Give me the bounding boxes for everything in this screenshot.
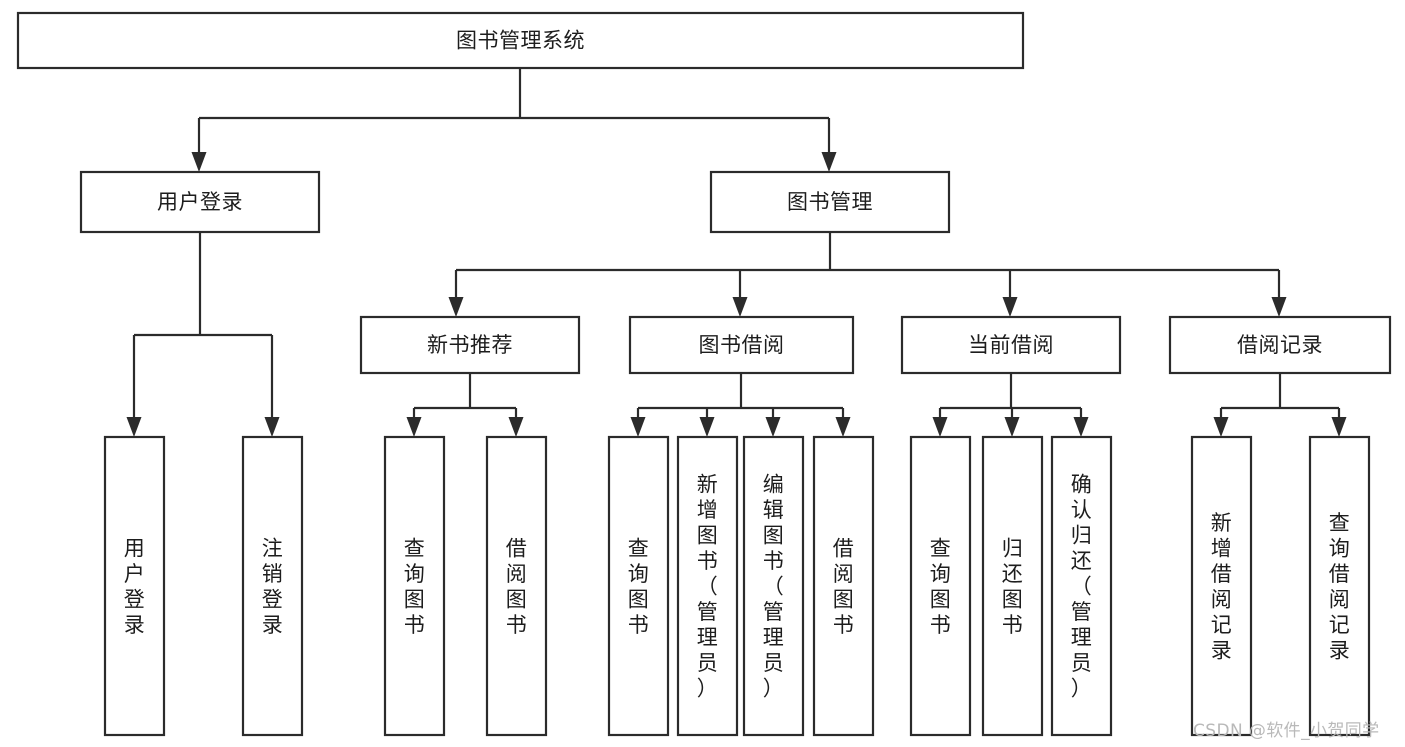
node-leaf-query-book-bb[interactable]: 查询图书 [607, 435, 670, 737]
connectors-layer [126, 68, 1347, 437]
arrow-head-icon [932, 417, 948, 437]
arrow-head-icon [264, 417, 280, 437]
csdn-watermark: CSDN @软件_小贺同学 [1193, 721, 1380, 741]
node-box [909, 435, 972, 737]
node-label: 图书借阅 [699, 333, 785, 357]
arrow-head-icon [1331, 417, 1347, 437]
node-box [607, 435, 670, 737]
node-leaf-borrow-book-rec[interactable]: 借阅图书 [485, 435, 548, 737]
node-box [676, 435, 739, 737]
node-label: 图书管理系统 [456, 29, 585, 53]
connector-root-to-level2 [197, 68, 831, 153]
node-label: 新增图书（管理员） [697, 473, 719, 701]
node-label: 确认归还（管理员） [1071, 473, 1093, 701]
arrow-head-icon [191, 152, 207, 172]
arrow-head-icon [406, 417, 422, 437]
node-leaf-return-book[interactable]: 归还图书 [981, 435, 1044, 737]
node-leaf-query-book-cb[interactable]: 查询图书 [909, 435, 972, 737]
connector-userlogin-to-leaves [132, 232, 274, 418]
arrow-head-icon [508, 417, 524, 437]
node-box [1168, 315, 1392, 375]
node-box [709, 170, 951, 234]
node-book-manage[interactable]: 图书管理 [709, 170, 951, 234]
connector-newbookrec-to-leaves [412, 373, 518, 418]
node-box [742, 435, 805, 737]
arrow-head-icon [1002, 297, 1018, 317]
node-box [103, 435, 166, 737]
node-leaf-user-login[interactable]: 用户登录 [103, 435, 166, 737]
node-label: 用户登录 [157, 190, 243, 214]
arrow-head-icon [1271, 297, 1287, 317]
node-label: 新书推荐 [427, 333, 513, 357]
node-leaf-edit-book[interactable]: 编辑图书（管理员） [742, 435, 805, 737]
node-box [383, 435, 446, 737]
arrow-head-icon [448, 297, 464, 317]
node-box [16, 11, 1025, 70]
node-leaf-borrow-book-bb[interactable]: 借阅图书 [812, 435, 875, 737]
node-label: 编辑图书（管理员） [763, 473, 785, 701]
node-label: 注销登录 [262, 536, 284, 637]
connector-bookborrow-to-leaves [636, 373, 845, 418]
arrow-head-icon [835, 417, 851, 437]
node-leaf-user-logout[interactable]: 注销登录 [241, 435, 304, 737]
node-label: 查询借阅记录 [1329, 511, 1351, 663]
node-label: 新增借阅记录 [1211, 511, 1233, 663]
node-label: 借阅图书 [833, 536, 855, 637]
node-label: 查询图书 [404, 536, 426, 637]
connector-borrowrecord-to-leaves [1219, 373, 1341, 418]
node-box [241, 435, 304, 737]
arrow-head-icon [126, 417, 142, 437]
arrow-head-icon [699, 417, 715, 437]
node-borrow-record[interactable]: 借阅记录 [1168, 315, 1392, 375]
node-leaf-add-record[interactable]: 新增借阅记录 [1190, 435, 1253, 737]
node-label: 借阅记录 [1237, 333, 1323, 357]
node-current-borrow[interactable]: 当前借阅 [900, 315, 1122, 375]
node-label: 图书管理 [787, 190, 873, 214]
arrow-head-icon [732, 297, 748, 317]
arrow-head-icon [765, 417, 781, 437]
node-box [1190, 435, 1253, 737]
arrow-head-icon [1004, 417, 1020, 437]
arrow-head-icon [630, 417, 646, 437]
node-label: 当前借阅 [968, 333, 1054, 357]
connector-currentborrow-to-leaves [938, 373, 1083, 418]
nodes-layer: 图书管理系统用户登录图书管理新书推荐图书借阅当前借阅借阅记录用户登录注销登录查询… [16, 11, 1392, 737]
node-leaf-query-book-rec[interactable]: 查询图书 [383, 435, 446, 737]
node-new-book-rec[interactable]: 新书推荐 [359, 315, 581, 375]
arrow-head-icon [1213, 417, 1229, 437]
node-box [79, 170, 321, 234]
node-box [1050, 435, 1113, 737]
node-label: 用户登录 [124, 536, 146, 637]
node-leaf-query-record[interactable]: 查询借阅记录 [1308, 435, 1371, 737]
node-box [628, 315, 855, 375]
node-label: 查询图书 [930, 536, 952, 637]
node-leaf-confirm-return[interactable]: 确认归还（管理员） [1050, 435, 1113, 737]
node-label: 归还图书 [1002, 536, 1024, 637]
node-box [359, 315, 581, 375]
node-leaf-add-book[interactable]: 新增图书（管理员） [676, 435, 739, 737]
node-user-login[interactable]: 用户登录 [79, 170, 321, 234]
node-box [812, 435, 875, 737]
node-label: 查询图书 [628, 536, 650, 637]
node-book-borrow[interactable]: 图书借阅 [628, 315, 855, 375]
node-box [1308, 435, 1371, 737]
arrow-head-icon [821, 152, 837, 172]
node-label: 借阅图书 [506, 536, 528, 637]
connector-bookmanage-to-level3 [454, 232, 1281, 298]
arrow-head-icon [1073, 417, 1089, 437]
node-root[interactable]: 图书管理系统 [16, 11, 1025, 70]
node-box [485, 435, 548, 737]
node-box [900, 315, 1122, 375]
node-box [981, 435, 1044, 737]
